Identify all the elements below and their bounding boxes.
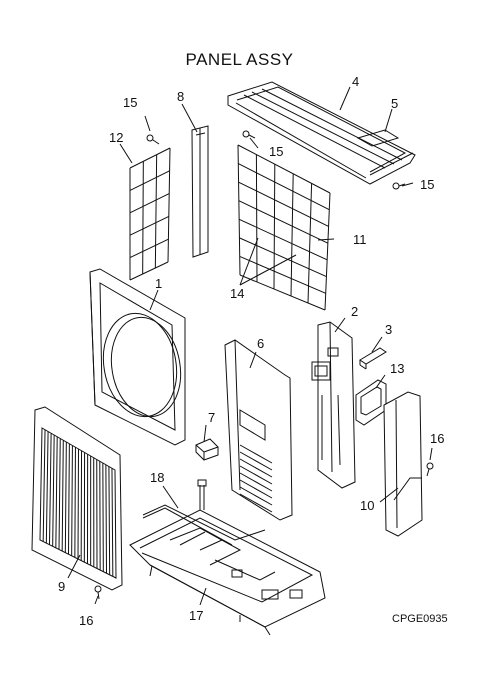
callout-17: 17	[189, 608, 203, 623]
screw-icon	[94, 585, 102, 600]
callout-16-b: 16	[79, 613, 93, 628]
callout-15-a: 15	[123, 95, 137, 110]
screw-icon	[146, 134, 160, 145]
callout-12: 12	[109, 130, 123, 145]
drawing-code: CPGE0935	[392, 613, 448, 625]
callout-14: 14	[230, 286, 244, 301]
heater-part-18	[142, 479, 266, 546]
callout-11: 11	[353, 232, 367, 247]
part-number-labels: 1 2 3 4 5 6 7 8 9 10 11 12 13 14 15 15 1…	[58, 74, 444, 628]
screw-icon-group	[94, 130, 434, 600]
screw-icon	[242, 130, 256, 139]
top-panel-part-4	[227, 81, 416, 185]
callout-7: 7	[208, 410, 215, 425]
diagram-title: PANEL ASSY	[185, 50, 294, 69]
callout-9: 9	[58, 579, 65, 594]
leader-lines	[67, 86, 433, 606]
rear-guard-grille-part-11	[237, 144, 331, 311]
cover-cap-part-3	[359, 347, 387, 370]
screw-icon	[426, 462, 434, 477]
front-side-panel-part-6	[224, 339, 293, 521]
callout-2: 2	[351, 304, 358, 319]
terminal-cover-part-13	[355, 379, 387, 426]
callout-8: 8	[177, 89, 184, 104]
control-panel-part-2	[311, 321, 356, 489]
callout-6: 6	[257, 336, 264, 351]
callout-18: 18	[150, 470, 164, 485]
callout-5: 5	[391, 96, 398, 111]
top-panel-label-part-5	[356, 129, 400, 147]
callout-10: 10	[360, 498, 374, 513]
callout-4: 4	[352, 74, 359, 89]
callout-15-b: 15	[269, 144, 283, 159]
base-pan-part-17	[129, 509, 326, 636]
screw-icon	[392, 182, 406, 190]
small-guard-grille-part-12	[129, 147, 171, 281]
callout-1: 1	[155, 276, 162, 291]
side-cover-part-10	[383, 391, 423, 537]
fan-orifice-panel-part-1	[89, 268, 186, 446]
front-grille-part-9	[31, 406, 123, 591]
corner-pillar-part-8	[191, 125, 209, 258]
bracket-part-7	[195, 438, 219, 461]
callout-15-c: 15	[420, 177, 434, 192]
callout-3: 3	[385, 322, 392, 337]
callout-16-a: 16	[430, 431, 444, 446]
callout-13: 13	[390, 361, 404, 376]
